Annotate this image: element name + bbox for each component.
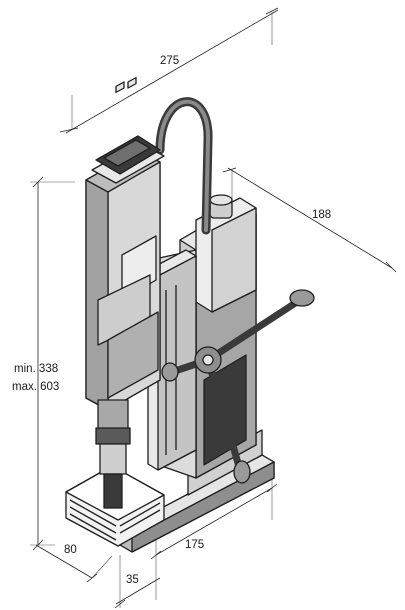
dimension-height-max-label: max. 603 (12, 381, 59, 393)
motor-housing (85, 142, 165, 411)
dimension-width-label: 275 (160, 55, 179, 67)
magnetic-drill-illustration (65, 76, 315, 553)
dimension-height-min-label: min. 338 (14, 363, 58, 375)
dimension-base-left-label: 80 (64, 544, 77, 556)
spindle (95, 399, 131, 509)
dimension-lines (30, 7, 397, 609)
dimension-offset-label: 35 (126, 574, 139, 586)
feed-handles (161, 289, 315, 484)
dimension-depth-label: 188 (312, 209, 331, 221)
coolant-tank (195, 194, 257, 313)
dimension-base-right-label: 175 (185, 539, 204, 551)
control-panel (95, 76, 161, 175)
